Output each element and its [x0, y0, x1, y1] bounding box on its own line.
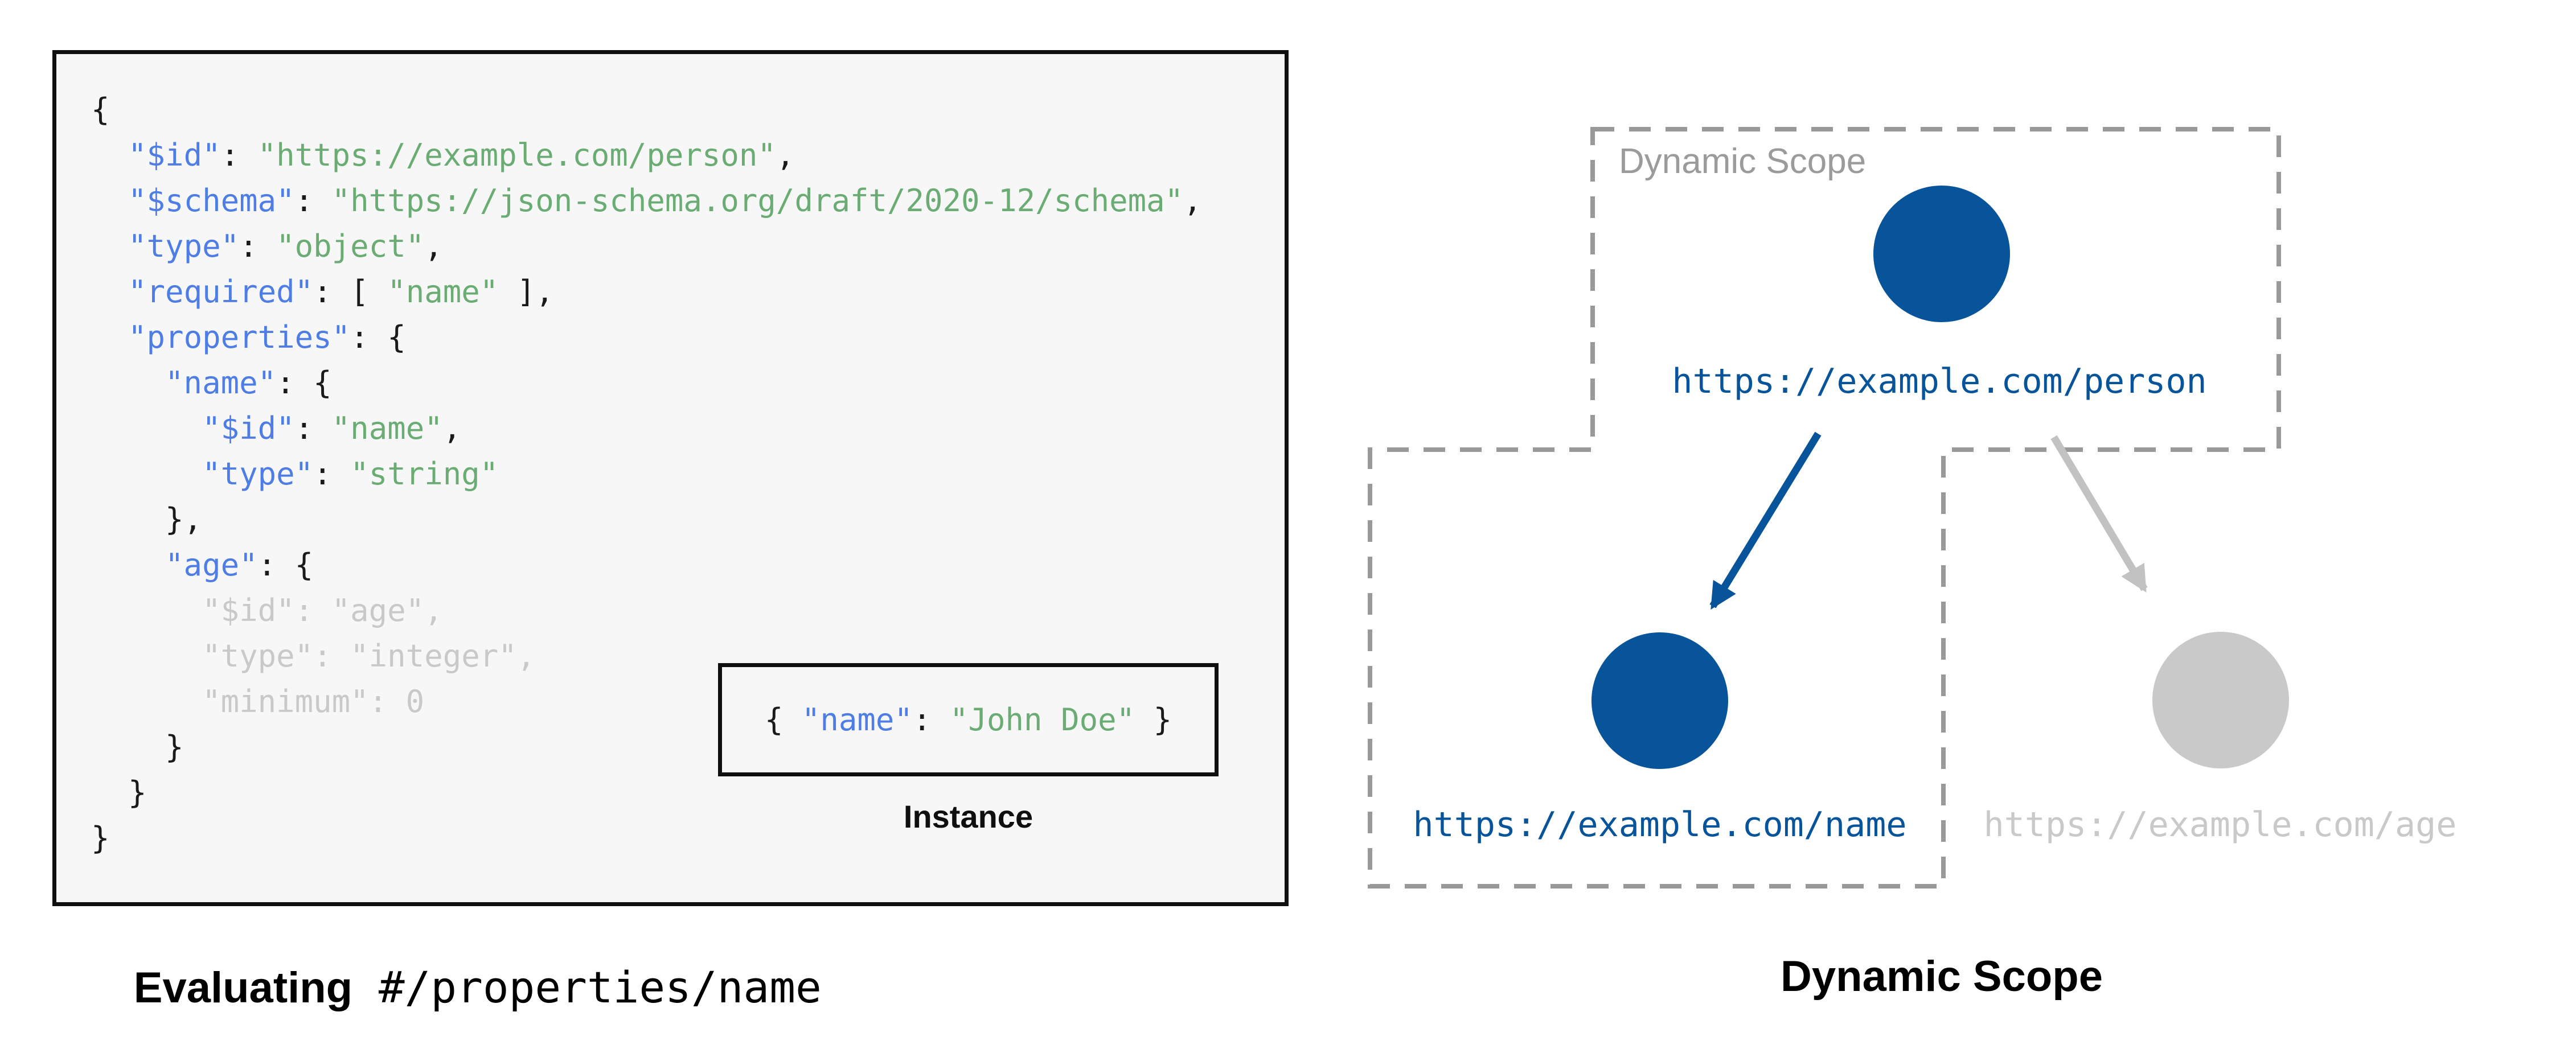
schema-code: { "$id": "https://example.com/person", "… [91, 92, 1202, 856]
dynamic-scope-caption: Dynamic Scope [1781, 952, 2103, 1001]
node-person [1873, 186, 2010, 322]
node-person-url: https://example.com/person [1672, 361, 2207, 401]
evaluating-caption-bold: Evaluating [133, 964, 353, 1012]
evaluating-caption: Evaluating #/properties/name [124, 952, 822, 1023]
instance-code: { "name": "John Doe" } [764, 702, 1172, 738]
dynamic-scope-label: Dynamic Scope [1619, 142, 1867, 181]
node-name [1591, 632, 1728, 769]
evaluating-caption-pointer: #/properties/name [352, 962, 822, 1013]
instance-label: Instance [903, 799, 1033, 834]
node-name-url: https://example.com/name [1413, 805, 1907, 845]
edge-person-to-name-arrow [1709, 431, 1822, 610]
node-age-url: https://example.com/age [1983, 805, 2457, 845]
node-age [2152, 632, 2289, 768]
edge-person-to-age-arrow [2050, 435, 2148, 593]
instance-box: { "name": "John Doe" } [718, 663, 1219, 776]
dynamic-scope-outline [1368, 127, 2281, 889]
